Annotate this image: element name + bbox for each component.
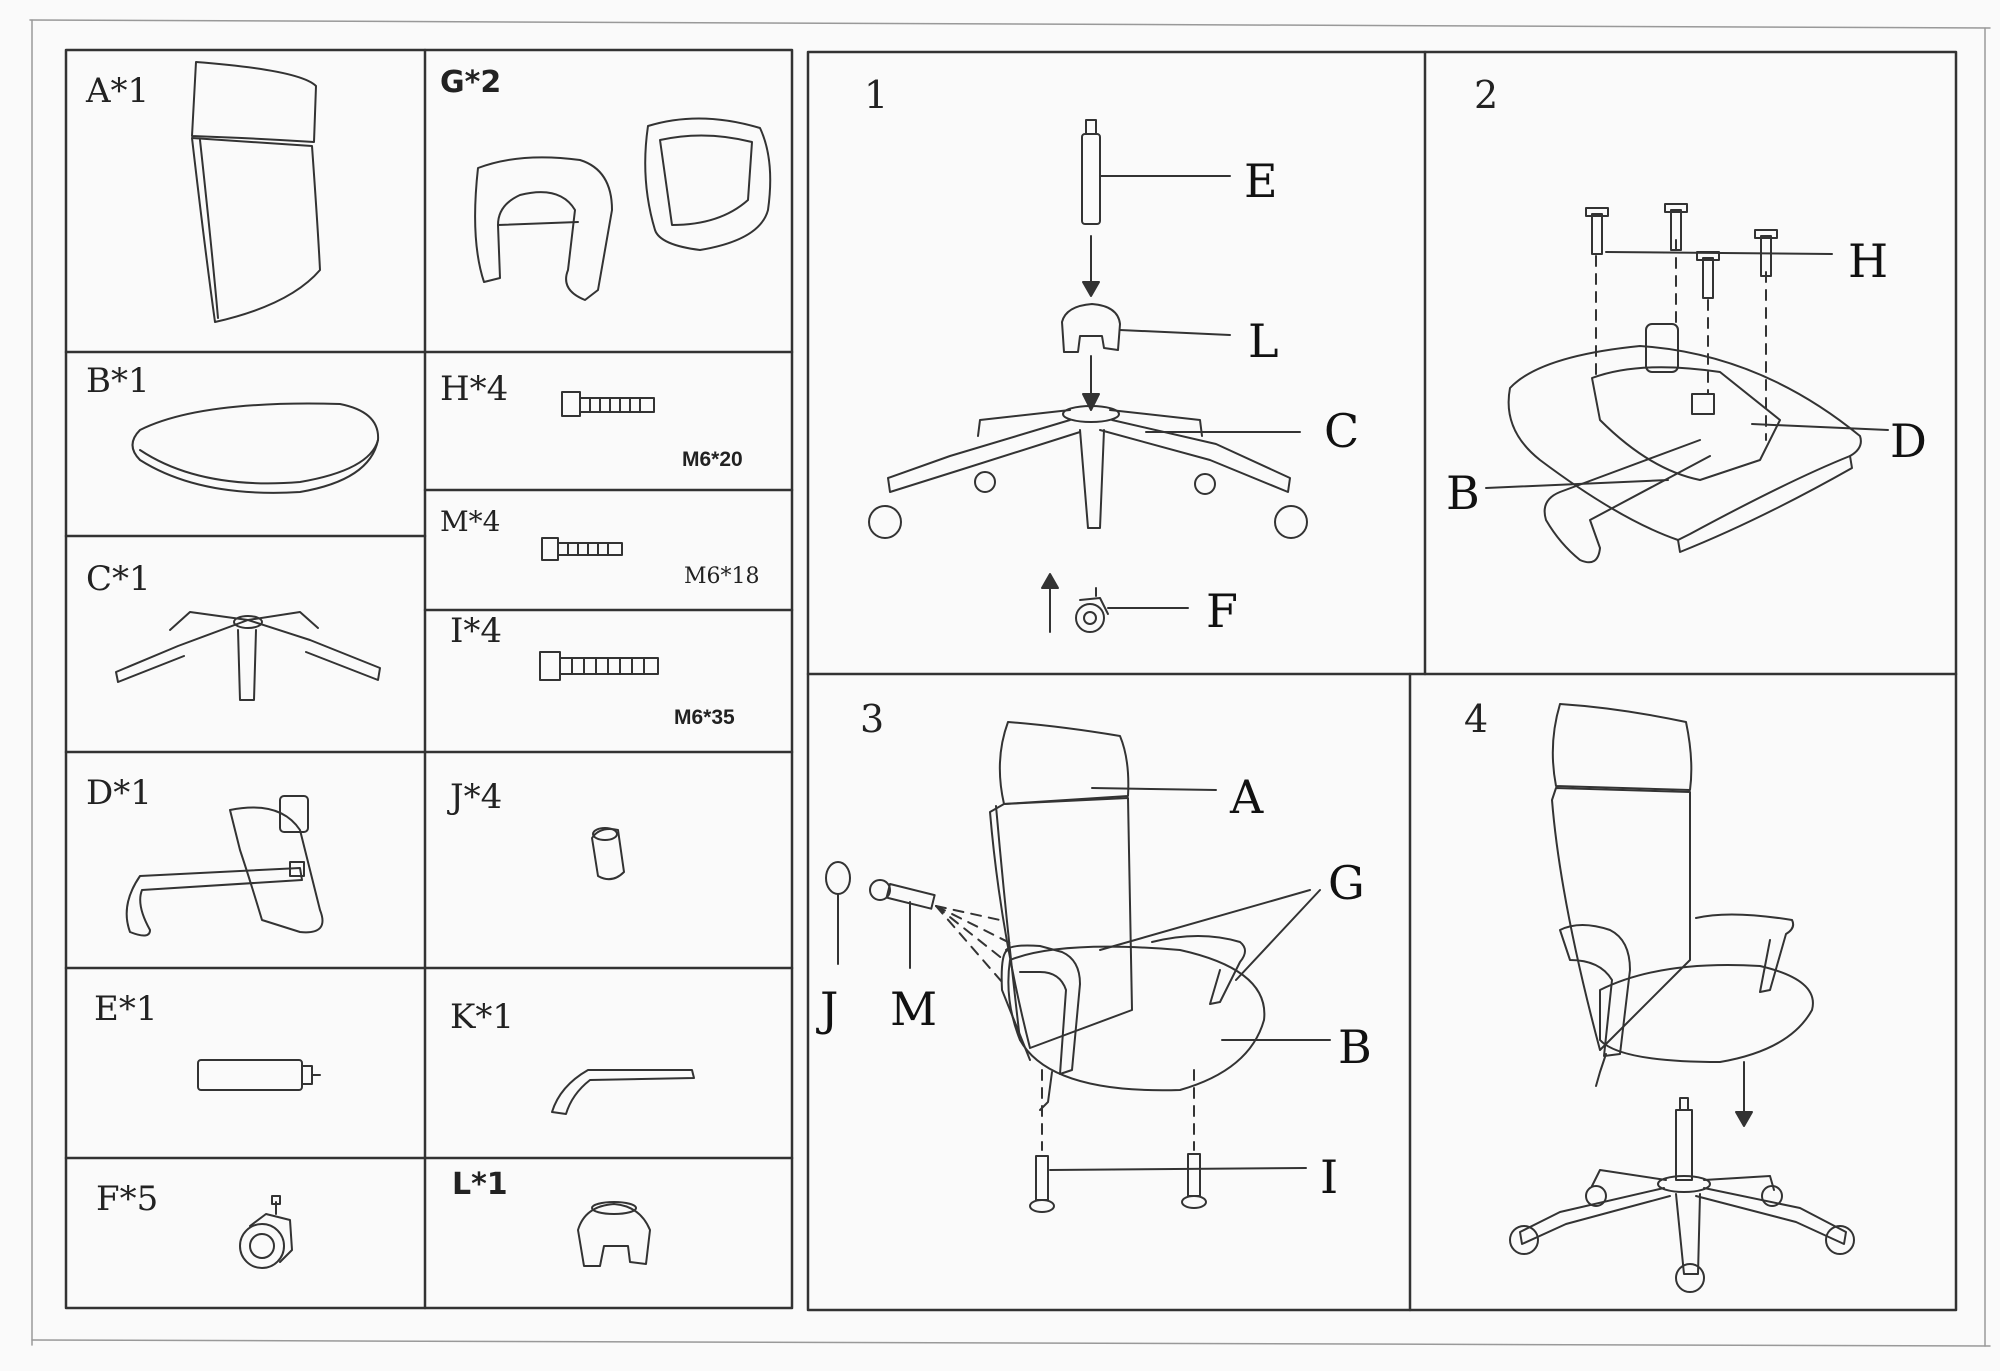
part-label-b: B*1 — [86, 361, 150, 401]
part-h-bolt — [561, 391, 655, 417]
part-c-base — [115, 611, 381, 701]
part-spec-m: M6*18 — [684, 564, 760, 589]
part-label-e: E*1 — [94, 989, 158, 1029]
part-b-seat — [131, 402, 380, 494]
part-k-allen-key — [551, 1069, 695, 1115]
step3-callout-b: B — [1338, 1020, 1372, 1074]
step2-number: 2 — [1474, 73, 1499, 117]
part-label-c: C*1 — [86, 559, 151, 599]
part-a-backrest — [191, 61, 321, 323]
part-i-bolt — [539, 651, 659, 681]
step1-callout-l: L — [1248, 314, 1279, 368]
part-g-armrests — [474, 117, 772, 301]
part-label-l: L*1 — [452, 1167, 508, 1202]
step2-drawing — [1485, 203, 1889, 564]
step1-callout-c: C — [1324, 404, 1360, 458]
part-label-k: K*1 — [450, 997, 515, 1037]
part-j-cap — [591, 827, 625, 881]
step1-callout-e: E — [1244, 154, 1278, 208]
parts-grid — [64, 48, 794, 1310]
part-label-g: G*2 — [440, 65, 502, 100]
step3-callout-i: I — [1320, 1150, 1339, 1204]
part-spec-h: M6*20 — [682, 448, 743, 471]
step1-drawing — [868, 119, 1308, 633]
step4-drawing — [1509, 703, 1855, 1293]
part-m-bolt — [541, 537, 623, 561]
part-d-mechanism — [125, 795, 324, 937]
step2-callout-h: H — [1848, 234, 1889, 288]
step4-number: 4 — [1464, 697, 1489, 741]
part-label-f: F*5 — [96, 1179, 159, 1219]
step3-callout-m: M — [890, 982, 938, 1036]
step3-number: 3 — [860, 697, 885, 741]
part-e-gaslift — [197, 1059, 321, 1091]
step3-callout-a: A — [1230, 770, 1264, 824]
part-label-a: A*1 — [86, 71, 150, 111]
steps-grid — [806, 50, 1958, 1312]
part-label-d: D*1 — [86, 773, 152, 813]
step3-drawing — [825, 721, 1331, 1213]
step1-callout-f: F — [1206, 584, 1238, 638]
part-label-j: J*4 — [450, 777, 503, 817]
step3-callout-j: J — [820, 982, 839, 1036]
step1-number: 1 — [864, 73, 889, 117]
part-label-i: I*4 — [450, 611, 503, 651]
part-l-cover — [577, 1201, 651, 1267]
step2-callout-d: D — [1890, 414, 1927, 468]
part-spec-i: M6*35 — [674, 706, 735, 729]
step2-callout-b: B — [1446, 466, 1480, 520]
step3-callout-g: G — [1328, 856, 1365, 910]
part-f-caster — [239, 1195, 293, 1269]
part-label-h: H*4 — [440, 369, 509, 409]
part-label-m: M*4 — [440, 505, 501, 538]
